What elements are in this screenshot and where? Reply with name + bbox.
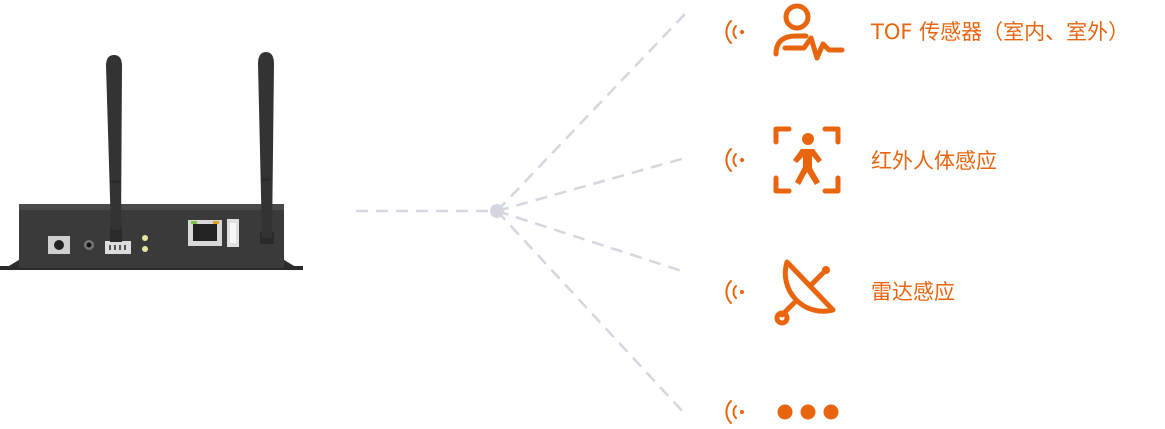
wireless-signal-icon xyxy=(725,20,744,44)
hub-to-sensor-2-line xyxy=(496,156,686,213)
sensor-label-infrared: 红外人体感应 xyxy=(871,149,997,173)
hub-node xyxy=(490,204,504,218)
wireless-signal-icon xyxy=(725,280,744,304)
connector-lines xyxy=(356,13,686,415)
sensor-label-radar: 雷达感应 xyxy=(871,280,955,304)
wireless-signal-icon xyxy=(725,148,744,172)
gateway-device xyxy=(0,52,303,270)
hub-to-sensor-4-line xyxy=(496,210,686,415)
hub-to-sensor-3-line xyxy=(496,209,686,274)
more-dots-icon xyxy=(777,404,839,420)
status-led-1 xyxy=(142,235,148,241)
status-led-2 xyxy=(142,246,148,252)
right-antenna xyxy=(258,52,274,244)
person-frame-icon xyxy=(773,126,841,194)
person-pulse-icon xyxy=(773,3,845,61)
sensor-label-tof: TOF 传感器（室内、室外） xyxy=(871,20,1130,44)
hub-to-sensor-1-line xyxy=(496,13,686,212)
wireless-signal-icon xyxy=(725,400,744,424)
radar-dish-icon xyxy=(774,259,836,326)
left-antenna xyxy=(106,55,122,242)
header-port xyxy=(105,241,131,254)
